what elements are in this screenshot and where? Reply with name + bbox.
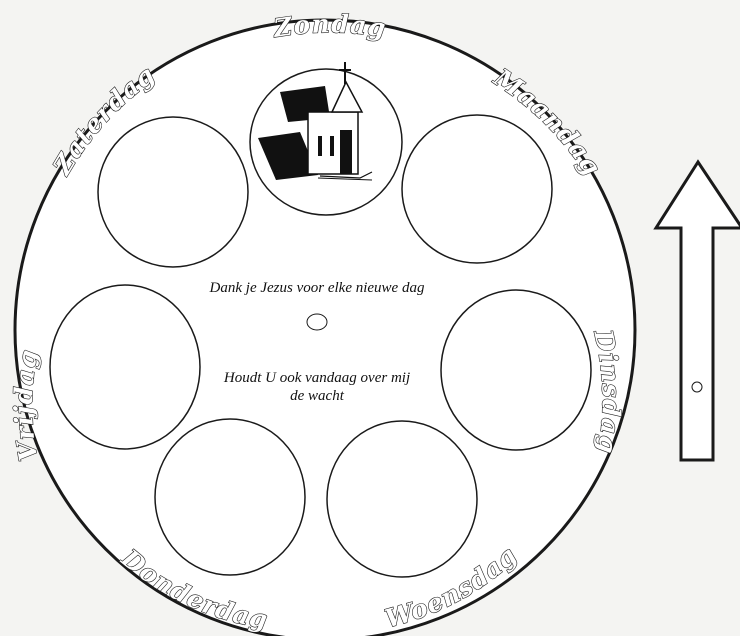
arrow-up-icon: [656, 162, 740, 460]
arrow-hole: [692, 382, 702, 392]
message-line-2: Houdt U ook vandaag over mij: [223, 370, 410, 386]
thursday-slot: [155, 419, 305, 575]
message-line-3: de wacht: [290, 388, 345, 404]
friday-slot: [50, 285, 200, 449]
saturday-slot: [98, 117, 248, 267]
wednesday-slot: [327, 421, 477, 577]
center-hole: [307, 314, 327, 330]
message-line-1: Dank je Jezus voor elke nieuwe dag: [209, 280, 425, 296]
tuesday-slot: [441, 290, 591, 450]
monday-slot: [402, 115, 552, 263]
day-label-sunday: Zondag: [271, 9, 388, 43]
